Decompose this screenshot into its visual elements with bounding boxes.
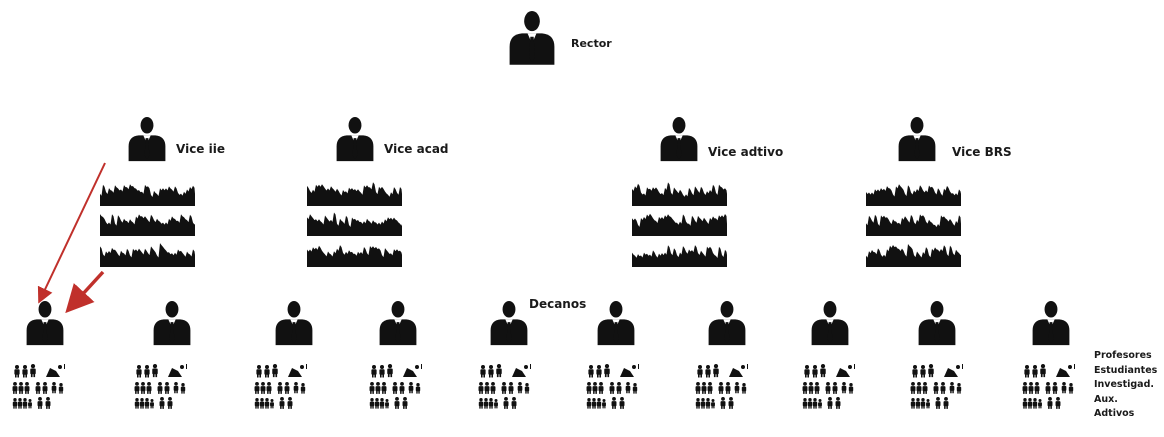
dean-person-icon bbox=[490, 301, 528, 346]
legend-item-estudiantes: Estudiantes bbox=[1094, 364, 1158, 376]
dean-person-icon bbox=[1032, 301, 1070, 346]
people-group-icon bbox=[254, 364, 307, 409]
audience-legend: Profesores Estudiantes Investigad. Aux. … bbox=[1094, 349, 1157, 422]
crowd-silhouette-icon bbox=[866, 244, 961, 267]
red-arrow-thick bbox=[65, 270, 105, 314]
dean-person-icon bbox=[918, 301, 956, 346]
deans-label: Decanos bbox=[529, 297, 587, 311]
people-group-icon bbox=[478, 364, 531, 409]
vice-label-acad: Vice acad bbox=[384, 142, 449, 156]
vice-label-adtivo: Vice adtivo bbox=[708, 145, 784, 159]
crowd-silhouette-icon bbox=[632, 245, 727, 267]
people-group-icon bbox=[369, 364, 422, 409]
legend-item-adtivos: Adtivos bbox=[1094, 408, 1135, 419]
crowd-silhouette-icon bbox=[100, 184, 195, 206]
people-group-icon bbox=[134, 364, 187, 409]
dean-person-icon bbox=[275, 301, 313, 346]
dean-person-icon bbox=[597, 301, 635, 346]
crowd-silhouette-icon bbox=[307, 182, 402, 206]
people-group-icon bbox=[695, 364, 748, 409]
people-group-icon bbox=[1022, 364, 1075, 409]
people-group-icon bbox=[910, 364, 963, 409]
crowd-silhouette-icon bbox=[100, 214, 195, 236]
dean-person-icon bbox=[811, 301, 849, 346]
crowd-silhouette-icon bbox=[307, 245, 402, 267]
rector-label: Rector bbox=[571, 37, 612, 50]
crowd-silhouette-icon bbox=[866, 184, 961, 206]
dean-person-icon bbox=[153, 301, 191, 346]
crowd-silhouette-icon bbox=[632, 182, 727, 206]
people-group-icon bbox=[12, 364, 65, 409]
vice-rector-person-icon bbox=[898, 117, 936, 162]
vice-label-iie: Vice iie bbox=[176, 142, 225, 156]
legend-item-aux: Aux. bbox=[1094, 393, 1118, 405]
people-group-icon bbox=[586, 364, 639, 409]
rector-person-icon bbox=[509, 11, 555, 65]
vice-rector-person-icon bbox=[128, 117, 166, 162]
vice-rector-person-icon bbox=[336, 117, 374, 162]
legend-item-profesores: Profesores bbox=[1094, 350, 1152, 361]
vice-label-brs: Vice BRS bbox=[952, 145, 1012, 159]
dean-person-icon bbox=[26, 301, 64, 346]
crowd-silhouette-icon bbox=[100, 243, 195, 267]
dean-person-icon bbox=[379, 301, 417, 346]
dean-person-icon bbox=[708, 301, 746, 346]
red-arrow-thin bbox=[37, 162, 106, 304]
crowd-silhouette-icon bbox=[307, 212, 402, 236]
legend-item-investigadores: Investigad. bbox=[1094, 379, 1155, 390]
crowd-silhouette-icon bbox=[866, 214, 961, 236]
people-group-icon bbox=[802, 364, 855, 409]
vice-rector-person-icon bbox=[660, 117, 698, 162]
crowd-silhouette-icon bbox=[632, 213, 727, 236]
